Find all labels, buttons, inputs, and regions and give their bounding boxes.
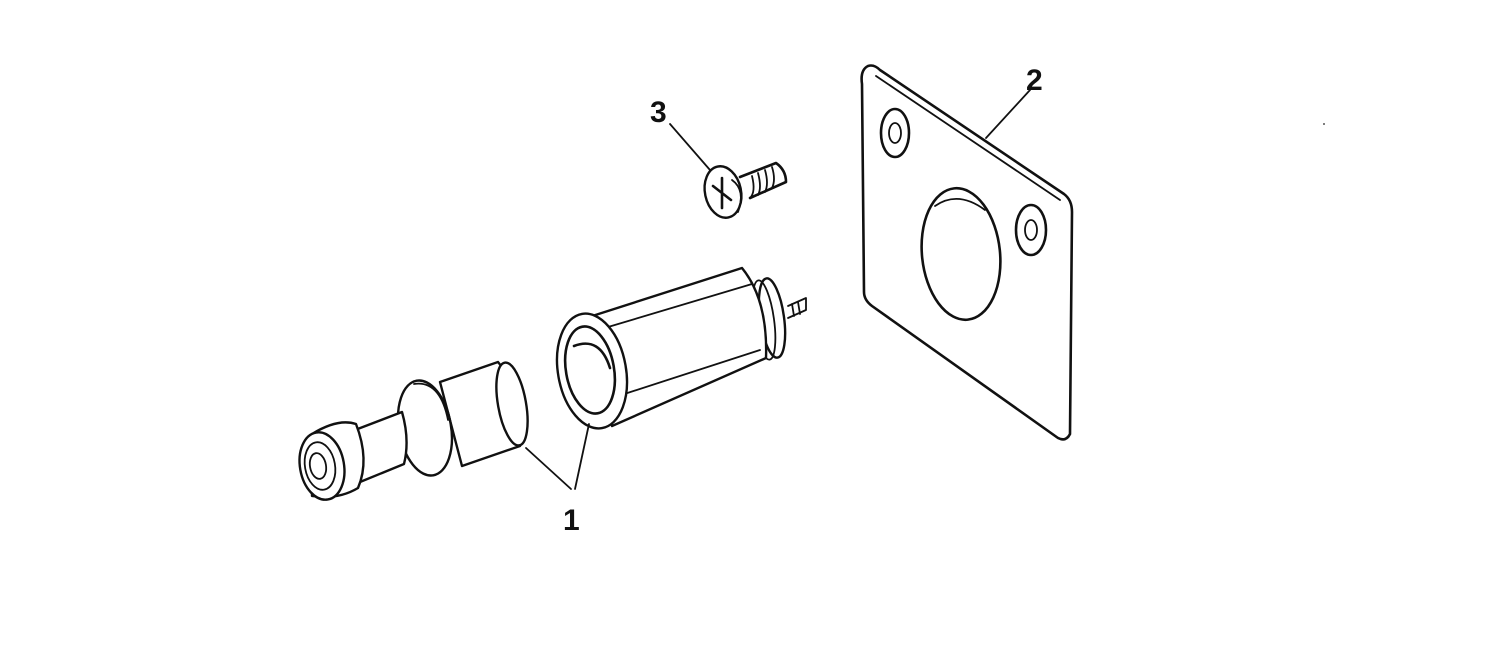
lighter-plug: [298, 360, 529, 501]
mounting-plate: [860, 64, 1074, 441]
leader-line-1b: [574, 423, 590, 490]
callout-label-3: 3: [650, 96, 667, 129]
leader-line-3: [669, 123, 711, 171]
leader-line-2: [985, 89, 1031, 139]
socket-body: [555, 266, 807, 430]
scan-speck: [1323, 123, 1325, 125]
leader-line-1a: [525, 447, 572, 490]
callout-label-1: 1: [563, 504, 580, 537]
leader-lines: [525, 89, 1031, 490]
callout-label-2: 2: [1026, 64, 1043, 97]
screw: [703, 161, 788, 219]
